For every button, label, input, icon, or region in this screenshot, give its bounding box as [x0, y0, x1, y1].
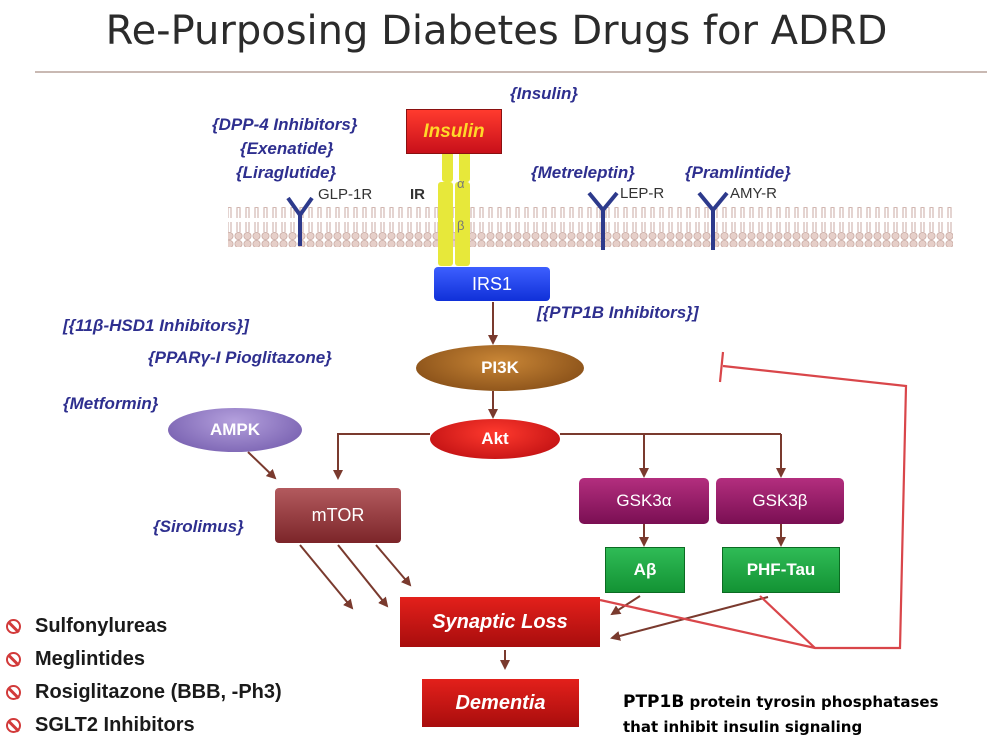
arrow-ampk-mtor — [247, 451, 277, 480]
label-ir: IR — [410, 186, 425, 203]
label-glp1r: GLP-1R — [318, 186, 373, 203]
prohibited-icon — [6, 685, 21, 700]
drug-pioglitazone: {PPARγ-I Pioglitazone} — [148, 348, 332, 367]
insulin-receptor — [438, 150, 470, 266]
contraindicated-item: Sulfonylureas — [6, 615, 167, 638]
drug-dpp4: {DPP-4 Inhibitors} — [212, 115, 358, 134]
drug-sirolimus: {Sirolimus} — [153, 517, 244, 536]
contraindicated-item: Rosiglitazone (BBB, -Ph3) — [6, 681, 282, 704]
node-irs1: IRS1 — [434, 267, 550, 301]
label-amyr: AMY-R — [730, 185, 777, 202]
drug-metformin: {Metformin} — [63, 394, 159, 413]
cell-membrane — [228, 207, 953, 247]
node-gsk3b: GSK3β — [716, 478, 844, 524]
node-synaptic-loss: Synaptic Loss — [400, 597, 600, 647]
drug-metreleptin: {Metreleptin} — [531, 163, 635, 182]
ptp1b-inhibition-feedback — [599, 351, 908, 650]
prohibited-icon — [6, 718, 21, 733]
note-line-1: PTP1B protein tyrosin phosphatases — [623, 690, 939, 715]
ptp1b-note: PTP1B protein tyrosin phosphatases that … — [623, 690, 939, 740]
node-mtor: mTOR — [275, 488, 401, 543]
node-akt: Akt — [430, 419, 560, 459]
node-phftau: PHF-Tau — [722, 547, 840, 593]
node-pi3k: PI3K — [416, 345, 584, 391]
title-divider — [35, 71, 987, 73]
node-gsk3a: GSK3α — [579, 478, 709, 524]
drug-liraglutide: {Liraglutide} — [236, 163, 337, 182]
contraindicated-item: SGLT2 Inhibitors — [6, 714, 195, 737]
arrow-akt-mtor — [333, 433, 430, 480]
label-alpha: α — [457, 176, 465, 191]
node-ampk: AMPK — [168, 408, 302, 452]
arrow-phftau-syn — [610, 596, 769, 641]
contraindicated-label: Meglintides — [35, 648, 146, 670]
note-line-2: that inhibit insulin signaling — [623, 718, 863, 736]
arrow-akt-gsk3a — [560, 433, 781, 476]
note-line-1-rest: protein tyrosin phosphatases — [684, 693, 939, 711]
contraindicated-label: Sulfonylureas — [35, 615, 168, 637]
contraindicated-label: SGLT2 Inhibitors — [35, 714, 195, 736]
label-beta: β — [457, 218, 465, 233]
slide-title: Re-Purposing Diabetes Drugs for ADRD — [105, 8, 888, 54]
node-insulin: Insulin — [406, 109, 502, 154]
amyr-receptor — [697, 191, 729, 250]
prohibited-icon — [6, 652, 21, 667]
contraindicated-label: Rosiglitazone (BBB, -Ph3) — [35, 681, 282, 703]
arrow-mtor-syn-1 — [299, 544, 354, 610]
node-dementia: Dementia — [422, 679, 579, 727]
arrow-mtor-syn-3 — [375, 544, 412, 587]
node-abeta: Aβ — [605, 547, 685, 593]
label-lepr: LEP-R — [620, 185, 665, 202]
drug-insulin: {Insulin} — [510, 84, 579, 103]
glp1r-receptor — [286, 196, 314, 246]
drug-pramlintide: {Pramlintide} — [685, 163, 791, 182]
drug-11bhsd1: [{11β-HSD1 Inhibitors}] — [63, 316, 249, 335]
note-ptp1b-term: PTP1B — [623, 692, 685, 712]
drug-exenatide: {Exenatide} — [240, 139, 334, 158]
contraindicated-item: Meglintides — [6, 648, 145, 671]
arrow-mtor-syn-2 — [337, 544, 389, 608]
drug-ptp1b: [{PTP1B Inhibitors}] — [537, 303, 699, 322]
prohibited-icon — [6, 619, 21, 634]
lepr-receptor — [587, 191, 619, 250]
